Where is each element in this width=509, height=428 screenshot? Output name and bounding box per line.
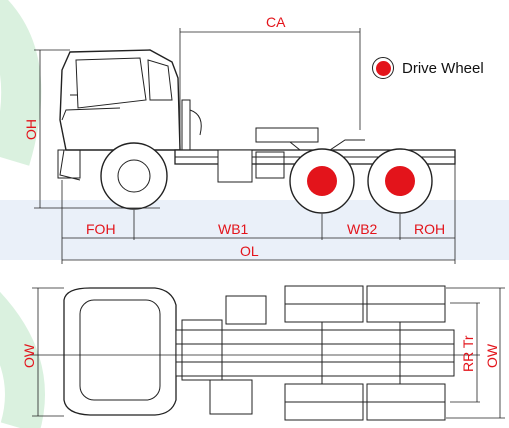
dim-ca-label: CA: [266, 14, 286, 30]
drive-wheel-marker: [385, 166, 415, 196]
drive-wheel-legend-icon: [372, 57, 394, 79]
drive-wheel-marker: [307, 166, 337, 196]
dim-roh-label: ROH: [414, 221, 445, 237]
dim-oh-label: OH: [23, 119, 39, 140]
truck-side-view: [57, 49, 456, 214]
legend-label: Drive Wheel: [402, 59, 484, 77]
dim-ol-label: OL: [240, 243, 259, 259]
dim-ow-right-label: OW: [484, 343, 500, 368]
dim-rr-tr-label: RR Tr: [460, 335, 476, 372]
dim-wb2-label: WB2: [347, 221, 378, 237]
side-dimension-lines: [34, 28, 456, 264]
dim-wb1-label: WB1: [218, 221, 249, 237]
legend: Drive Wheel: [372, 55, 484, 81]
top-dimension-lines: [30, 287, 505, 419]
truck-top-view: [63, 285, 455, 421]
dim-ow-left-label: OW: [21, 343, 37, 368]
dim-foh-label: FOH: [86, 221, 116, 237]
